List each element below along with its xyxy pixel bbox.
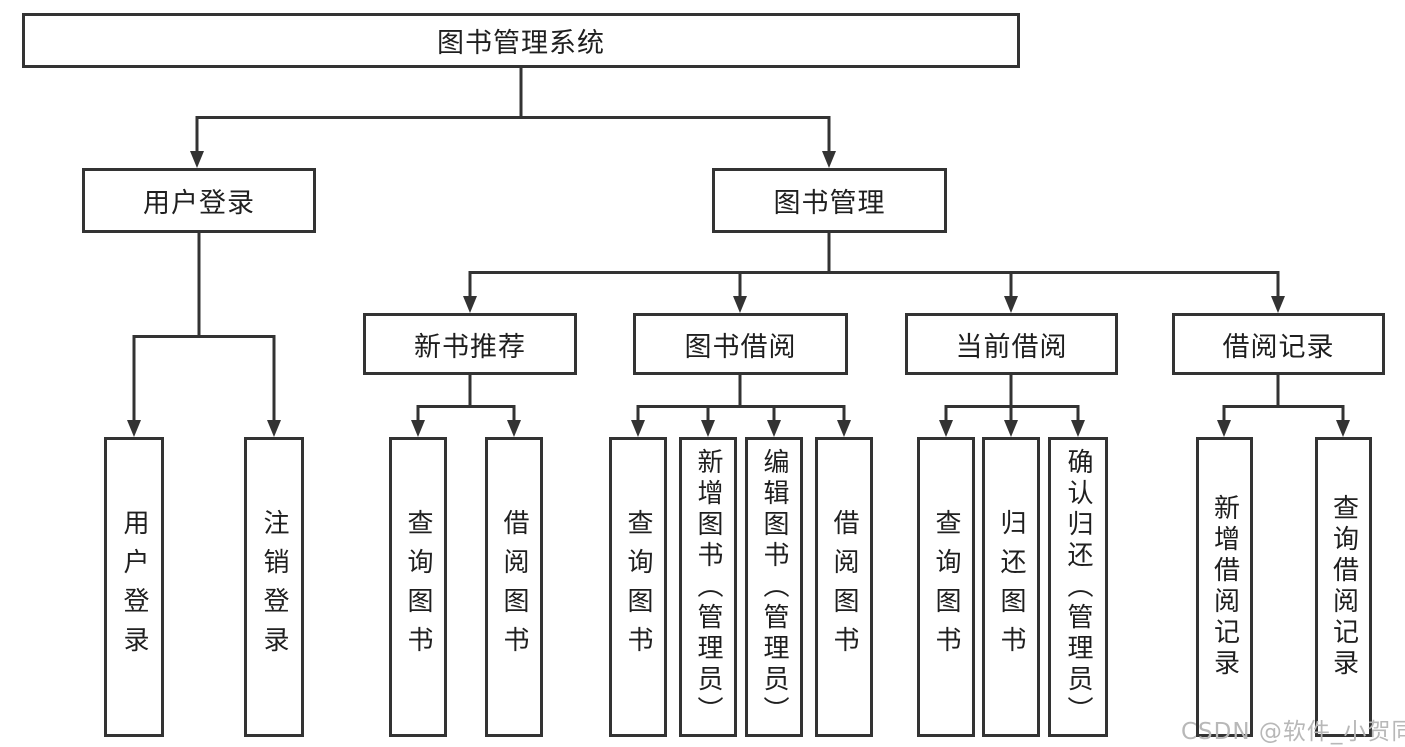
node-borrowing-records-label: 借阅记录 [1222,331,1335,363]
leaf-query-books-current-label: 查询图书 [931,509,961,665]
node-current-borrowing-label: 当前借阅 [955,331,1068,363]
leaf-logout-label: 注销登录 [259,509,289,665]
node-book-borrowing-label: 图书借阅 [684,331,797,363]
node-user-login: 用户登录 [82,168,316,233]
leaf-query-books-recommend: 查询图书 [389,437,447,737]
node-new-book-recommendation: 新书推荐 [363,313,577,375]
node-user-login-label: 用户登录 [143,188,255,219]
leaf-borrow-books-borrow: 借阅图书 [815,437,873,737]
node-book-management: 图书管理 [712,168,947,233]
leaf-user-login-label: 用户登录 [119,509,149,665]
node-borrowing-records: 借阅记录 [1172,313,1385,375]
leaf-return-books: 归还图书 [982,437,1040,737]
leaf-query-books-current: 查询图书 [917,437,975,737]
leaf-add-books-admin: 新增图书（管理员） [679,437,737,737]
node-root-label: 图书管理系统 [437,28,605,59]
watermark: CSDN @软件_小贺同学 [1181,719,1405,745]
leaf-add-borrow-record-label: 新增借阅记录 [1209,494,1240,680]
leaf-query-books-borrow-label: 查询图书 [623,509,653,665]
leaf-borrow-books-recommend-label: 借阅图书 [499,509,529,665]
leaf-edit-books-admin: 编辑图书（管理员） [745,437,803,737]
leaf-add-books-admin-label: 新增图书（管理员） [693,447,723,727]
leaf-confirm-return-admin: 确认归还（管理员） [1048,437,1108,737]
leaf-return-books-label: 归还图书 [996,509,1026,665]
node-book-management-label: 图书管理 [773,188,886,219]
leaf-query-borrow-record-label: 查询借阅记录 [1328,494,1359,680]
node-book-borrowing: 图书借阅 [633,313,848,375]
leaf-edit-books-admin-label: 编辑图书（管理员） [759,447,789,727]
node-root: 图书管理系统 [22,13,1020,68]
leaf-confirm-return-admin-label: 确认归还（管理员） [1063,447,1093,727]
arrowheads [127,151,1350,437]
node-current-borrowing: 当前借阅 [905,313,1118,375]
node-new-book-recommendation-label: 新书推荐 [414,331,526,363]
leaf-borrow-books-recommend: 借阅图书 [485,437,543,737]
leaf-add-borrow-record: 新增借阅记录 [1196,437,1253,737]
leaf-query-borrow-record: 查询借阅记录 [1315,437,1372,737]
leaf-query-books-borrow: 查询图书 [609,437,667,737]
leaf-borrow-books-borrow-label: 借阅图书 [829,509,859,665]
leaf-query-books-recommend-label: 查询图书 [403,509,433,665]
leaf-logout: 注销登录 [244,437,304,737]
leaf-user-login: 用户登录 [104,437,164,737]
